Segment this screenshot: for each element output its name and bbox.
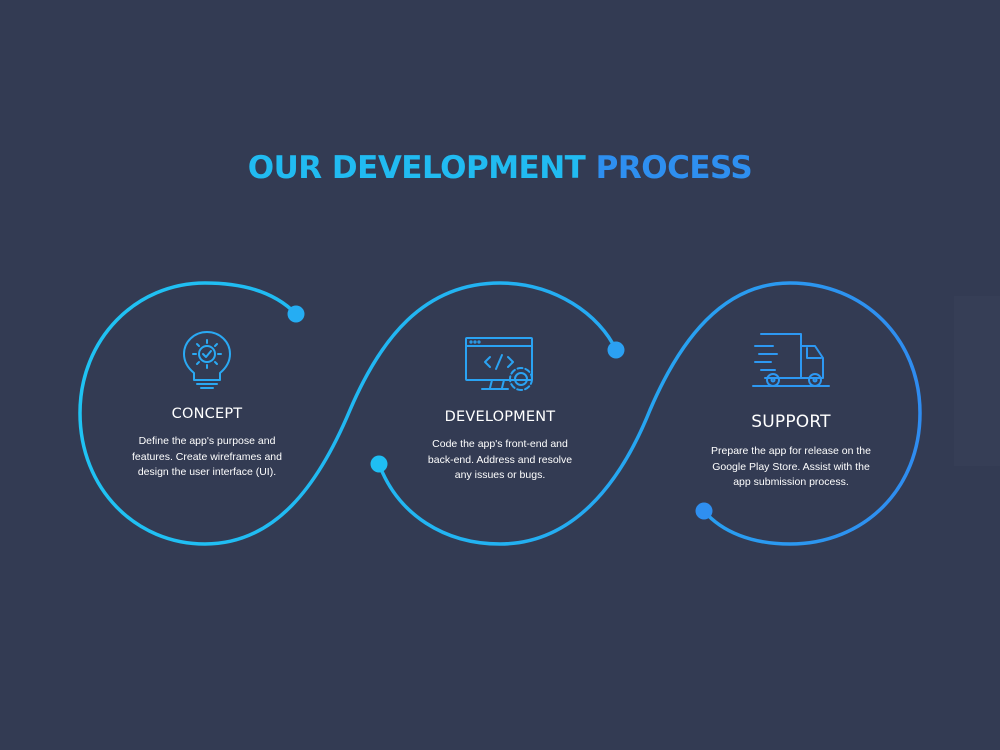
- step-concept: CONCEPT Define the app's purpose and fea…: [97, 328, 317, 481]
- description-line: design the user interface (UI).: [137, 466, 277, 478]
- flow-line: [78, 281, 618, 546]
- step-heading: DEVELOPMENT: [444, 409, 556, 425]
- description-line: back-end. Address and resolve: [427, 453, 573, 466]
- title-part-2: PROCESS: [595, 150, 753, 186]
- flow-node: [607, 341, 625, 359]
- step-heading: CONCEPT: [171, 406, 243, 422]
- step-description: Prepare the app for release on the Googl…: [681, 444, 901, 491]
- flow-line: [377, 281, 922, 546]
- step-description: Code the app's front-end and back-end. A…: [390, 437, 610, 484]
- side-panel-edge: [954, 296, 1000, 466]
- description-line: Code the app's front-end and: [432, 438, 568, 450]
- description-line: Prepare the app for release on the: [711, 445, 871, 457]
- description-line: Define the app's purpose and: [138, 435, 276, 447]
- description-line: any issues or bugs.: [454, 469, 546, 481]
- delivery-truck-icon: [752, 333, 830, 387]
- flow-node: [287, 305, 305, 323]
- title-part-1: OUR DEVELOPMENT: [247, 150, 586, 186]
- lightbulb-gear-icon: [183, 331, 231, 389]
- monitor-code-gear-icon: [465, 337, 533, 391]
- step-support: SUPPORT Prepare the app for release on t…: [681, 330, 901, 491]
- flow-node: [370, 455, 388, 473]
- flow-node: [695, 502, 713, 520]
- description-line: app submission process.: [733, 476, 849, 488]
- step-description: Define the app's purpose and features. C…: [97, 434, 317, 481]
- step-development: DEVELOPMENT Code the app's front-end and…: [390, 335, 610, 484]
- step-heading: SUPPORT: [751, 412, 831, 432]
- description-line: Google Play Store. Assist with the: [712, 460, 870, 473]
- description-line: features. Create wireframes and: [132, 450, 282, 463]
- page-title: OUR DEVELOPMENT PROCESS: [0, 150, 1000, 186]
